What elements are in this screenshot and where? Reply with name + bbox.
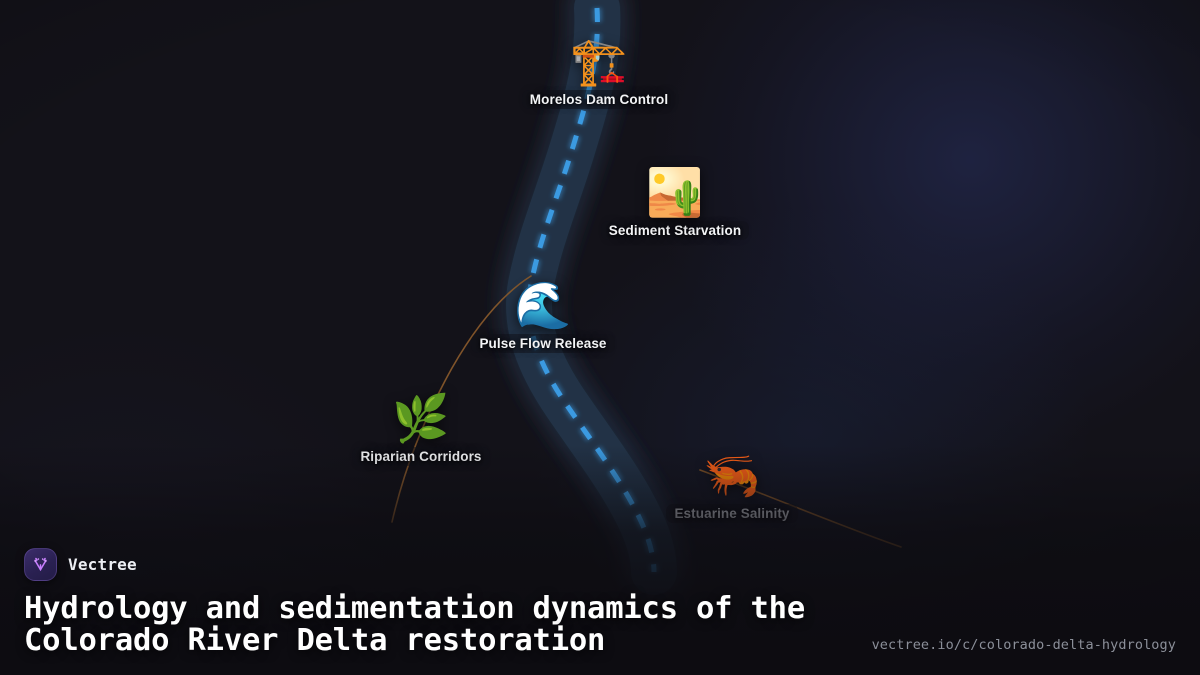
construction-crane-icon: 🏗️ [570, 35, 628, 87]
vectree-v-tree-icon [24, 548, 57, 581]
node-label: Estuarine Salinity [666, 504, 798, 523]
herb-leaf-icon: 🌿 [392, 392, 450, 444]
page-title: Hydrology and sedimentation dynamics of … [24, 591, 805, 658]
node-sediment-starvation[interactable]: 🏜️ Sediment Starvation [560, 166, 790, 240]
node-label: Pulse Flow Release [471, 334, 615, 353]
desert-icon: 🏜️ [646, 166, 704, 218]
brand-name: Vectree [68, 555, 137, 574]
node-label: Riparian Corridors [352, 447, 490, 466]
node-riparian-corridors[interactable]: 🌿 Riparian Corridors [306, 392, 536, 466]
node-pulse-flow-release[interactable]: 🌊 Pulse Flow Release [428, 279, 658, 353]
water-wave-icon: 🌊 [514, 279, 572, 331]
shrimp-icon: 🦐 [703, 449, 761, 501]
brand: Vectree [24, 548, 1176, 581]
footer: Vectree Hydrology and sedimentation dyna… [24, 548, 1176, 657]
node-label: Morelos Dam Control [521, 90, 677, 109]
node-label: Sediment Starvation [600, 221, 750, 240]
node-morelos-dam-control[interactable]: 🏗️ Morelos Dam Control [484, 35, 714, 109]
share-url: vectree.io/c/colorado-delta-hydrology [871, 637, 1176, 653]
node-estuarine-salinity[interactable]: 🦐 Estuarine Salinity [617, 449, 847, 523]
